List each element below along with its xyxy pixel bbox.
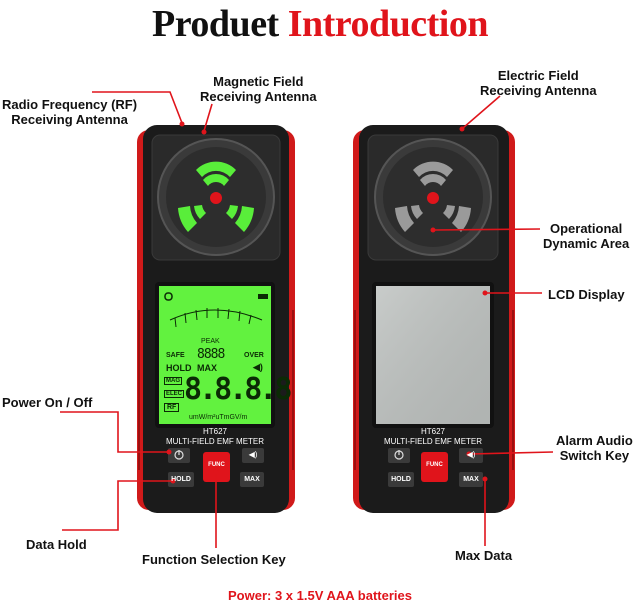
callout-max-data: Max Data <box>455 548 513 563</box>
right-device <box>353 125 515 513</box>
right-subtitle: MULTI-FIELD EMF METER <box>383 437 483 446</box>
lcd-max: MAX <box>197 363 217 373</box>
callout-lcd-display: LCD Display <box>548 287 625 302</box>
lcd-units: umW/m²uTmGV/m <box>189 414 248 421</box>
right-max-button[interactable]: MAX <box>463 476 479 483</box>
left-subtitle: MULTI-FIELD EMF METER <box>165 437 265 446</box>
callout-function-key: Function Selection Key <box>142 552 286 567</box>
left-device <box>137 125 295 513</box>
left-func-button[interactable]: FUNC <box>208 462 225 468</box>
title-part-1: Produet <box>152 3 279 45</box>
lcd-elec: ELEC <box>164 390 185 398</box>
lcd-safe: SAFE <box>166 352 185 359</box>
right-func-button[interactable]: FUNC <box>426 462 443 468</box>
footer-batteries: Power: 3 x 1.5V AAA batteries <box>228 588 412 603</box>
callout-power: Power On / Off <box>2 395 93 410</box>
lcd-over: OVER <box>244 352 264 359</box>
left-lcd-content: PEAK SAFE 8888 OVER HOLD MAX ◀) MAG ELEC… <box>164 338 292 421</box>
left-hold-button[interactable]: HOLD <box>171 476 191 483</box>
right-hold-button[interactable]: HOLD <box>391 476 411 483</box>
callout-rf-antenna: Radio Frequency (RF)Receiving Antenna <box>2 97 138 127</box>
right-model: HT627 <box>420 427 445 436</box>
lcd-screen-lit <box>159 286 271 424</box>
lcd-digits: 8.8.8.8 <box>184 372 292 407</box>
right-alarm-icon[interactable]: ◀) <box>466 450 476 459</box>
lcd-peak: PEAK <box>201 338 220 345</box>
lcd-hold: HOLD <box>166 363 192 373</box>
callout-lines <box>60 91 554 548</box>
page-title: Produet Introduction <box>0 2 640 46</box>
electric-field-icon <box>395 161 471 232</box>
speaker-icon: ◀) <box>253 362 263 372</box>
magnetic-field-icon <box>178 161 254 232</box>
left-model: HT627 <box>202 427 227 436</box>
left-max-button[interactable]: MAX <box>244 476 260 483</box>
lcd-rf: RF <box>164 403 180 412</box>
left-alarm-icon[interactable]: ◀) <box>248 450 258 459</box>
lcd-mag: MAG <box>164 377 182 385</box>
title-part-2: Introduction <box>287 3 489 45</box>
callout-data-hold: Data Hold <box>26 537 87 552</box>
